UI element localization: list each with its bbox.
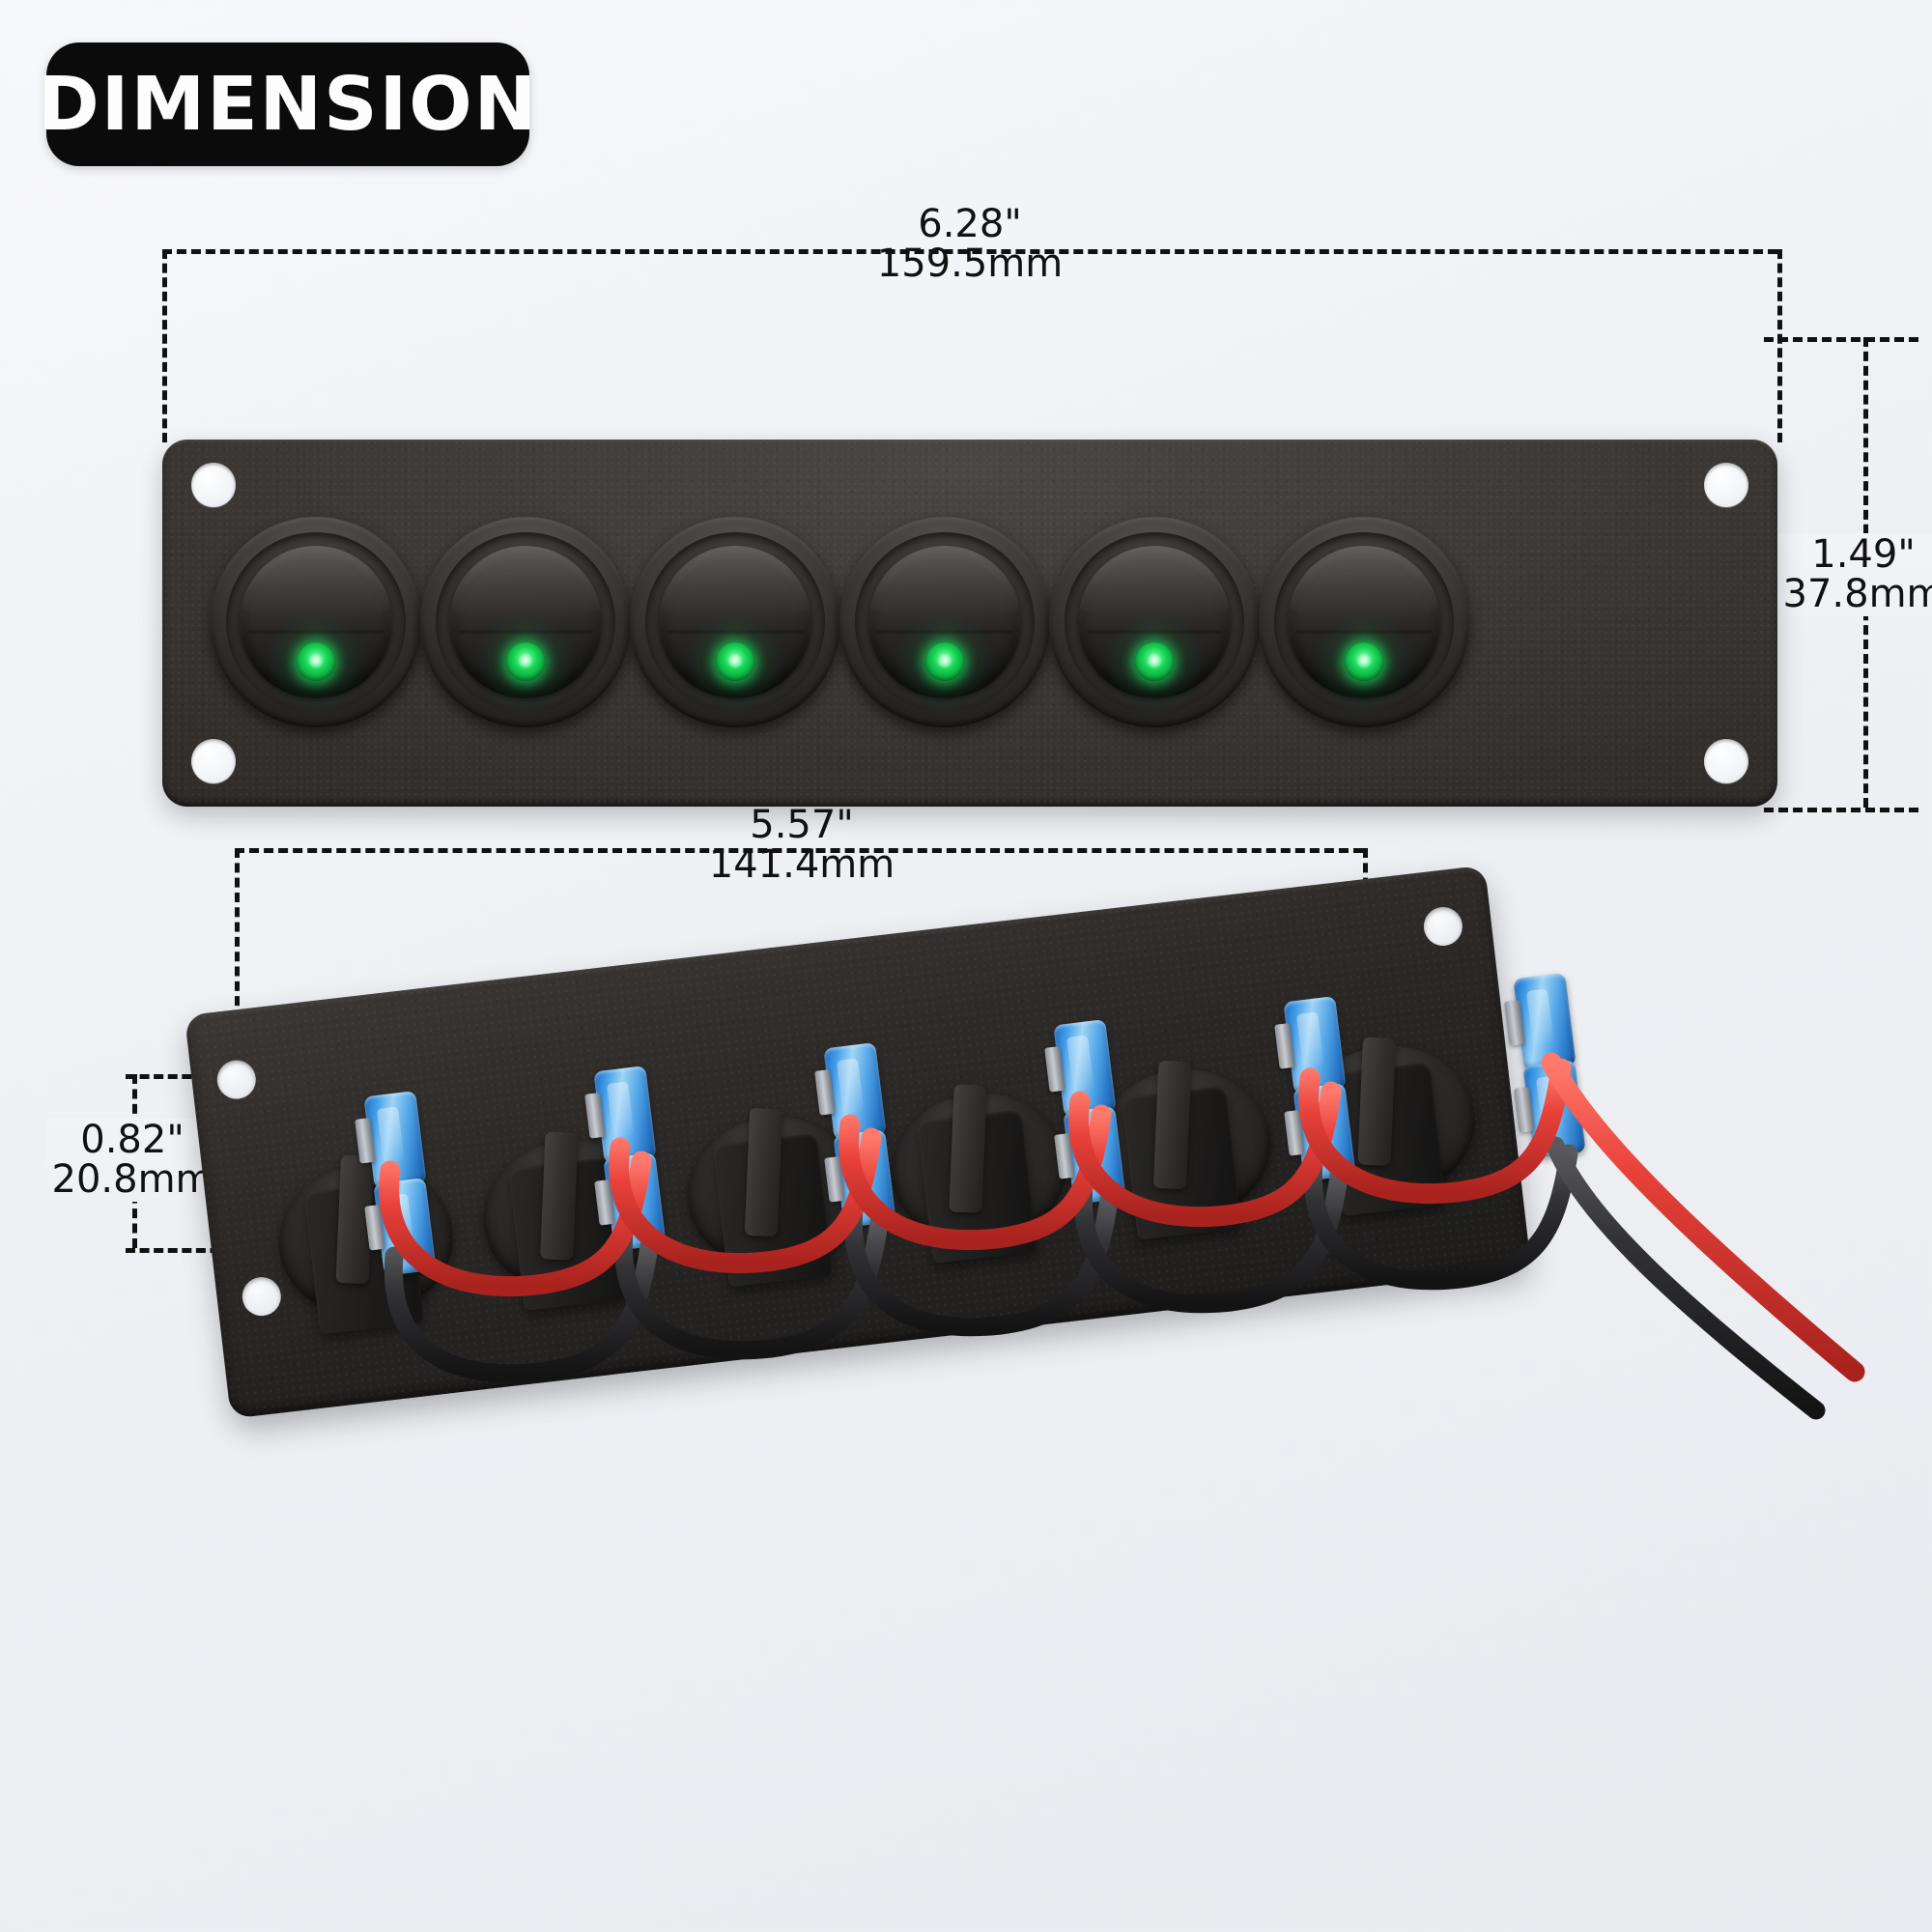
rocker-switch-5[interactable]	[1049, 517, 1260, 727]
front-width-inch: 6.28"	[918, 202, 1022, 246]
front-width-dimension-line	[162, 249, 1777, 254]
rocker-switch-2[interactable]	[420, 517, 631, 727]
rear-width-label: 5.57" 141.4mm	[708, 803, 895, 888]
dimension-badge-label: DIMENSION	[37, 61, 539, 148]
led-indicator-green	[716, 642, 754, 682]
mount-hole-top-right	[1704, 463, 1748, 507]
mount-hole-top-left	[191, 463, 236, 507]
rear-width-mm: 141.4mm	[708, 842, 895, 888]
rear-width-inch: 5.57"	[750, 803, 854, 847]
rear-width-dimension-line	[235, 848, 1363, 853]
rocker-switch-4[interactable]	[839, 517, 1050, 727]
led-indicator-green	[506, 642, 545, 682]
led-indicator-green	[297, 642, 335, 682]
front-width-extension-right	[1777, 249, 1782, 442]
front-switch-row	[162, 440, 1777, 807]
rear-depth-mm: 20.8mm	[51, 1157, 213, 1203]
front-width-extension-left	[162, 249, 167, 442]
front-panel-body	[162, 440, 1777, 807]
rocker-switch-6[interactable]	[1259, 517, 1469, 727]
led-indicator-green	[1135, 642, 1174, 682]
front-height-extension-top	[1764, 337, 1918, 342]
front-panel-view: 6.28" 159.5mm 1.49" 37.8mm	[0, 0, 1932, 869]
rocker-switch-3[interactable]	[630, 517, 840, 727]
front-width-label: 6.28" 159.5mm	[876, 202, 1064, 287]
led-indicator-green	[925, 642, 964, 682]
rear-width-extension-left	[235, 848, 240, 1094]
mount-hole-bottom-right	[1704, 739, 1748, 783]
rear-depth-inch: 0.82"	[80, 1118, 185, 1162]
front-height-inch: 1.49"	[1811, 532, 1916, 577]
front-height-mm: 37.8mm	[1782, 572, 1932, 617]
mount-hole-bottom-left	[191, 739, 236, 783]
dimension-badge: DIMENSION	[38, 43, 536, 166]
led-indicator-green	[1345, 642, 1383, 682]
front-height-extension-bottom	[1764, 808, 1918, 812]
rear-depth-label: 0.82" 20.8mm	[45, 1118, 219, 1203]
switch-rocker-paddle[interactable]	[868, 546, 1021, 698]
front-width-mm: 159.5mm	[876, 242, 1064, 287]
switch-rocker-paddle[interactable]	[659, 546, 811, 698]
rocker-switch-1[interactable]	[211, 517, 421, 727]
switch-rocker-paddle[interactable]	[240, 546, 392, 698]
front-height-label: 1.49" 37.8mm	[1776, 532, 1932, 617]
